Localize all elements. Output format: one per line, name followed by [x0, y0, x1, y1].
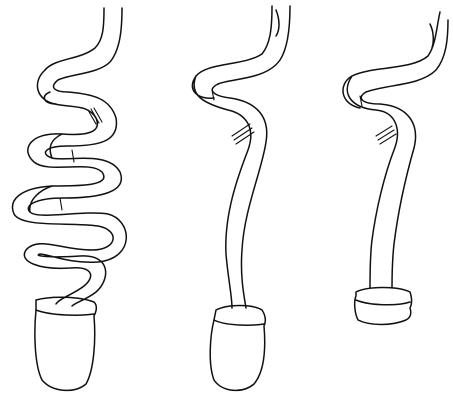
long-intestine-outer	[13, 70, 114, 304]
long-stomach-outline	[45, 8, 122, 80]
long-staple-line	[88, 108, 102, 124]
long-pouch-rim	[36, 310, 94, 315]
panel-medium	[192, 6, 290, 390]
short-pouch-rim	[356, 300, 410, 305]
long-seam-mark-1	[72, 150, 74, 162]
long-intestine-inner	[28, 80, 126, 306]
long-seam-mark-2	[60, 198, 62, 210]
short-stomach-outline	[343, 12, 448, 108]
short-staple-line	[376, 126, 396, 144]
medium-pouch-rim	[214, 320, 264, 325]
panel-short	[343, 12, 448, 325]
short-pouch-outline	[355, 288, 412, 325]
medium-stomach-outline	[192, 6, 290, 98]
short-tube-left	[347, 76, 397, 288]
long-pouch-outline	[35, 297, 96, 390]
medium-tube-right	[212, 84, 267, 308]
medium-pouch-outline	[210, 306, 265, 391]
panel-long-coiled	[13, 8, 127, 390]
short-tube-right	[361, 92, 415, 288]
